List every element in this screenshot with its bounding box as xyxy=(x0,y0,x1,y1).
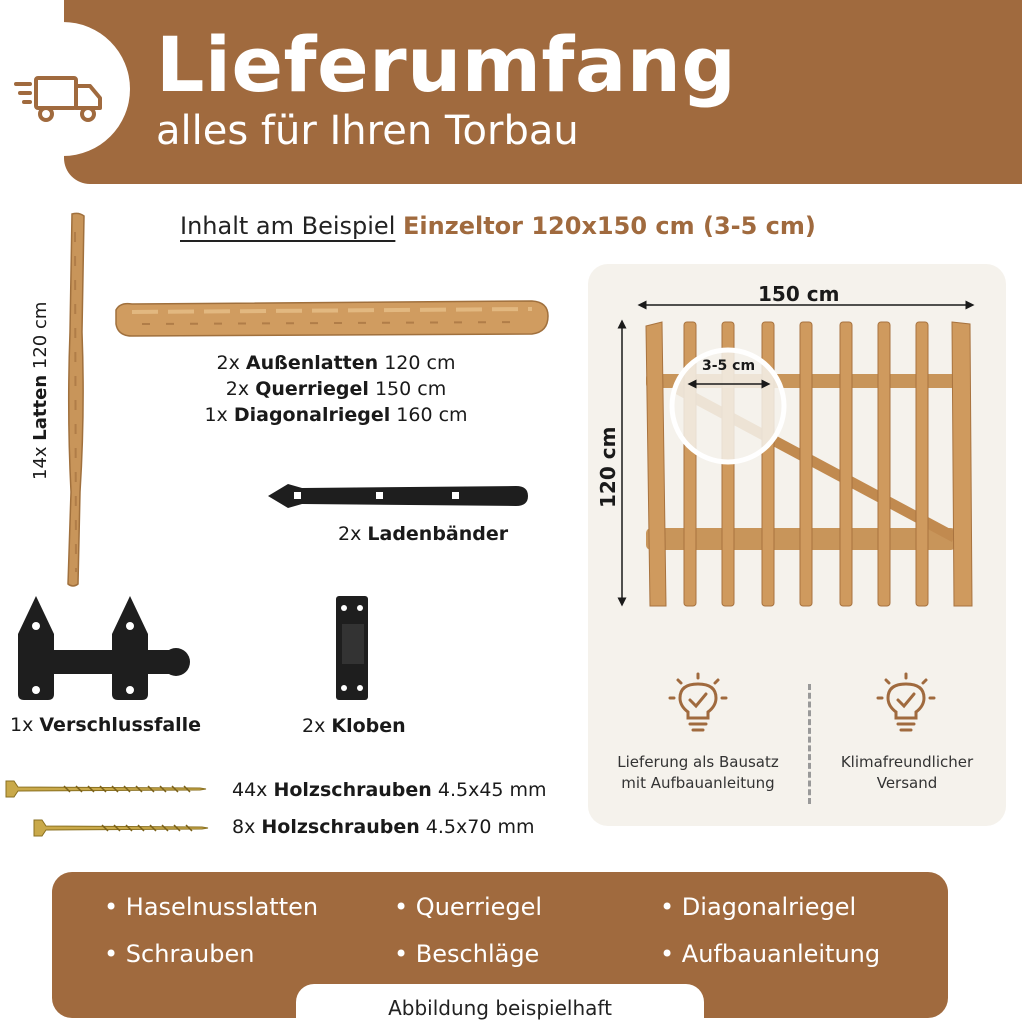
schrauben45-label: 44x Holzschrauben 4.5x45 mm xyxy=(232,779,547,801)
bullet-item: • Haselnusslatten xyxy=(104,893,319,921)
caption-tab xyxy=(296,984,704,1028)
feature-2-icon xyxy=(876,672,936,732)
wood-list: 2x Außenlatten 120 cm 2x Querriegel 150 … xyxy=(176,350,496,428)
latch-image xyxy=(18,596,190,700)
gate-width-label: 150 cm xyxy=(758,282,840,306)
kloben-label: 2x Kloben xyxy=(302,715,406,737)
gate-illustration xyxy=(617,300,975,607)
diagonalriegel-label: 1x Diagonalriegel 160 cm xyxy=(204,404,468,426)
schrauben70-label: 8x Holzschrauben 4.5x70 mm xyxy=(232,816,535,838)
feature-1-icon xyxy=(668,672,728,732)
gate-gap-label: 3-5 cm xyxy=(702,358,756,374)
feature-divider xyxy=(808,684,811,804)
verschlussfalle-label: 1x Verschlussfalle xyxy=(10,714,202,736)
truck-icon xyxy=(14,76,102,122)
bullet-item: • Diagonalriegel xyxy=(660,893,857,921)
header-band xyxy=(64,0,1022,184)
pintle-image xyxy=(336,596,368,700)
page-subtitle: alles für Ihren Torbau xyxy=(156,108,579,154)
strap-hinge-image xyxy=(268,484,528,508)
intro-highlight: Einzeltor 120x150 cm (3-5 cm) xyxy=(403,212,816,240)
screw-70-image xyxy=(33,819,209,837)
querriegel-label: 2x Querriegel 150 cm xyxy=(225,378,447,400)
ladenbaender-label: 2x Ladenbänder xyxy=(338,523,509,545)
lath-image xyxy=(67,212,85,587)
intro-line: Inhalt am Beispiel Einzeltor 120x150 cm … xyxy=(180,212,816,240)
bullet-item: • Aufbauanleitung xyxy=(660,940,881,968)
bullet-item: • Beschläge xyxy=(394,940,540,968)
page-title: Lieferumfang xyxy=(156,20,737,109)
screw-45-image xyxy=(5,780,207,798)
aussenlatten-label: 2x Außenlatten 120 cm xyxy=(216,352,456,374)
bullet-item: • Querriegel xyxy=(394,893,543,921)
bullet-item: • Schrauben xyxy=(104,940,255,968)
log-image xyxy=(115,300,549,337)
image-caption: Abbildung beispielhaft xyxy=(388,996,612,1020)
gate-height-label: 120 cm xyxy=(596,426,620,508)
truck-badge xyxy=(0,22,130,156)
latten-label: 14x Latten 120 cm xyxy=(30,301,51,480)
intro-prefix: Inhalt am Beispiel xyxy=(180,212,396,240)
